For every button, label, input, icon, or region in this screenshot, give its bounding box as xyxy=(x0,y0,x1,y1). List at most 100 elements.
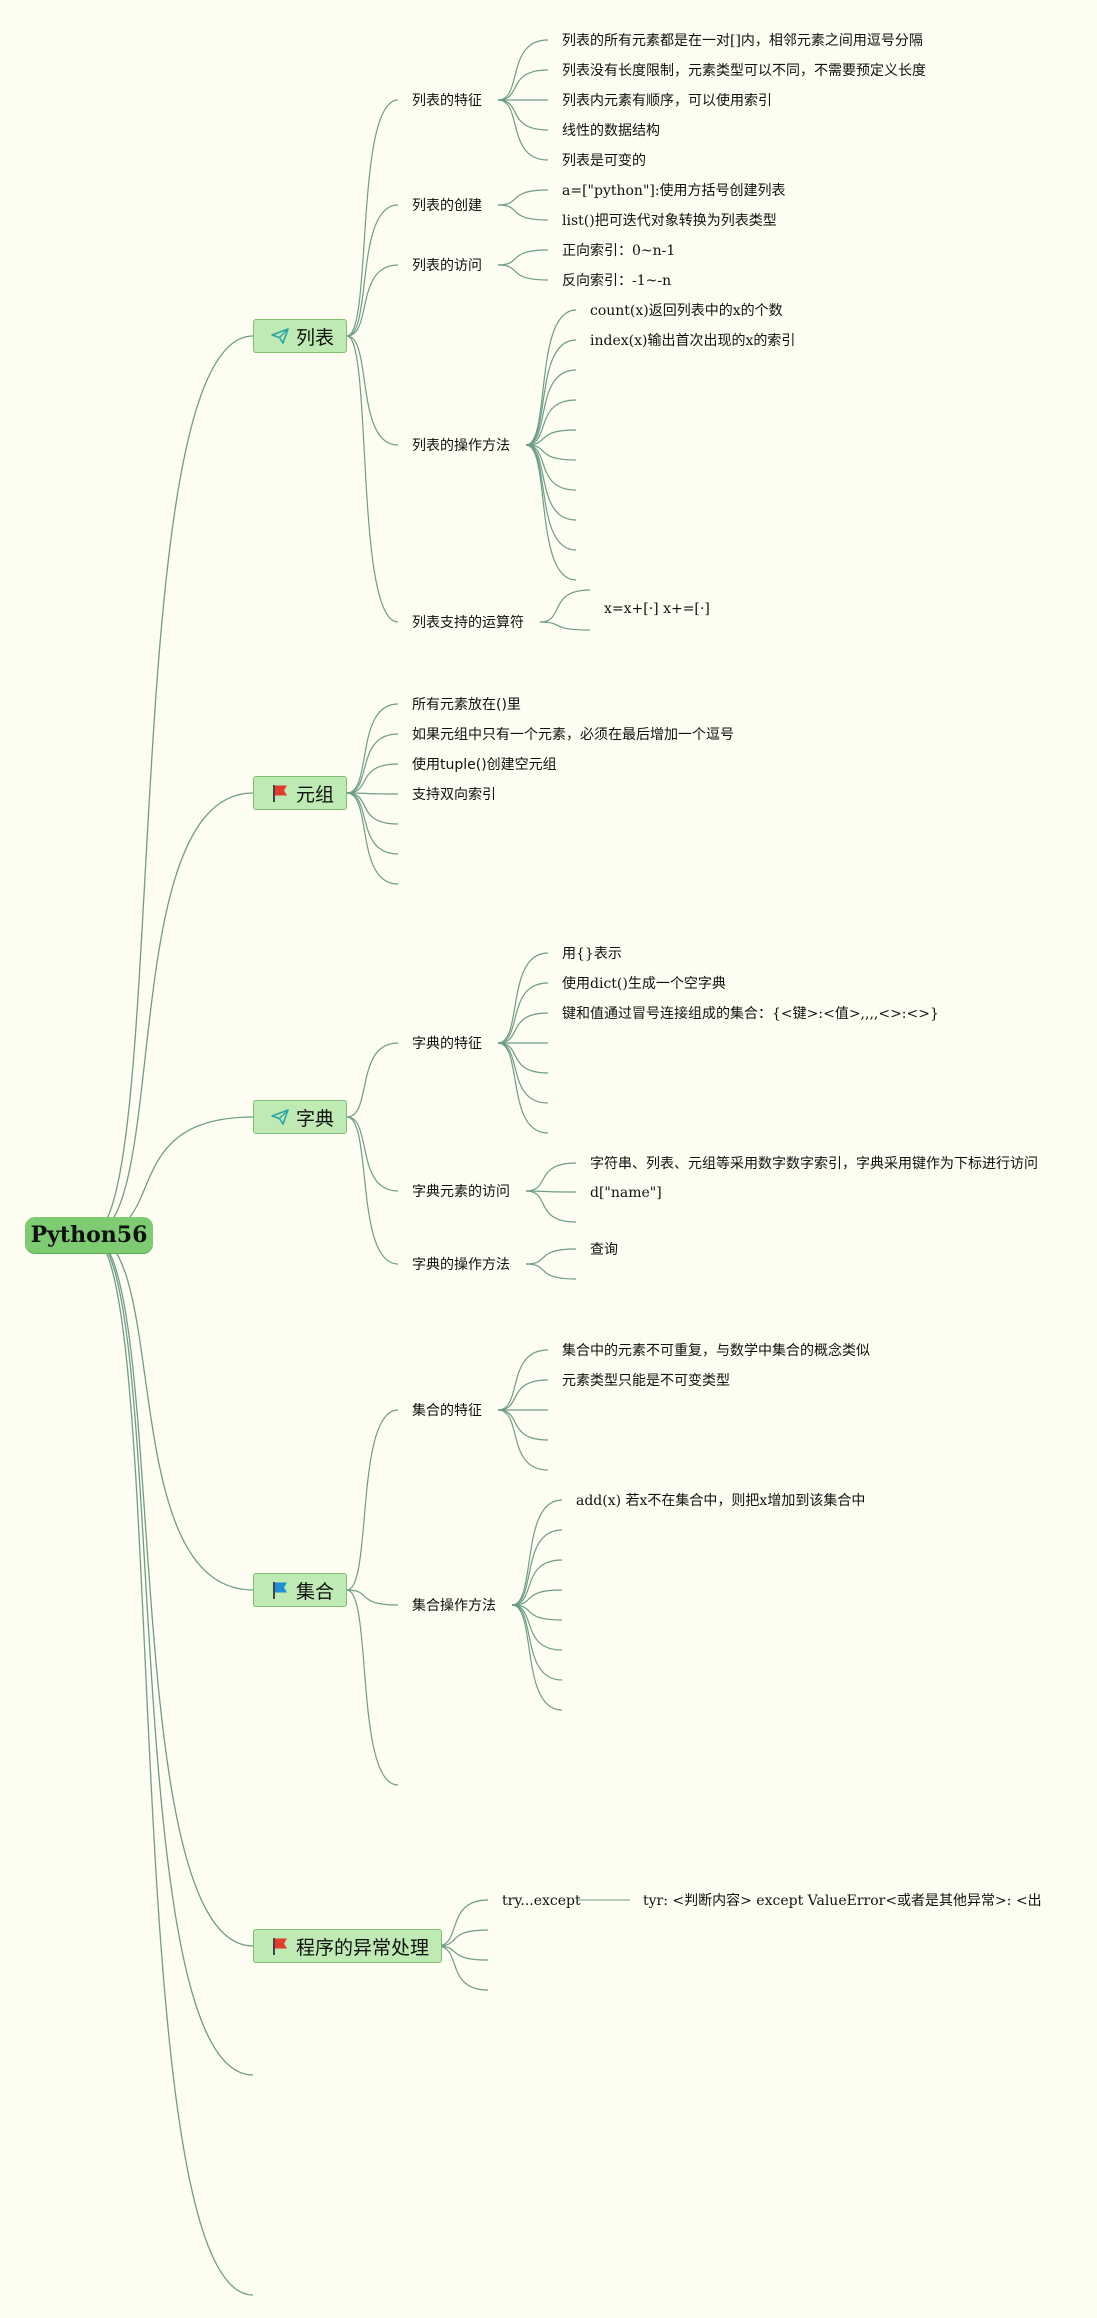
topic-exceptions[interactable]: 程序的异常处理 xyxy=(253,1929,443,1963)
list-create-label[interactable]: 列表的创建 xyxy=(412,198,482,214)
topic-dict[interactable]: 字典 xyxy=(253,1100,348,1134)
leaf-connector xyxy=(497,982,549,1044)
topic-list-label: 列表 xyxy=(296,326,335,349)
leaf-connector xyxy=(525,444,577,461)
dict-feature-item[interactable]: 使用dict()生成一个空字典 xyxy=(562,976,726,992)
leaf-connector xyxy=(525,444,577,491)
set-methods-label[interactable]: 集合操作方法 xyxy=(412,1598,496,1614)
topic-branch-connector xyxy=(346,204,399,337)
leaf-connector xyxy=(497,1012,549,1044)
set-feature-item[interactable]: 元素类型只能是不可变类型 xyxy=(562,1373,730,1389)
list-feature-item[interactable]: 列表内元素有顺序，可以使用索引 xyxy=(562,93,772,109)
leaf-connector xyxy=(525,1162,577,1192)
list-access-label[interactable]: 列表的访问 xyxy=(412,258,482,274)
list-method-item[interactable]: count(x)返回列表中的x的个数 xyxy=(590,303,783,319)
list-features-label[interactable]: 列表的特征 xyxy=(412,93,482,109)
leaf-connector xyxy=(497,249,549,266)
red-flag-icon xyxy=(273,1938,287,1955)
leaf-connector xyxy=(497,1349,549,1411)
leaf-connector xyxy=(525,1248,577,1265)
leaf-connector xyxy=(525,369,577,446)
root-connector xyxy=(89,1234,254,1591)
leaf-connector xyxy=(497,99,549,161)
leaf-connector xyxy=(497,69,549,101)
topic-tuple[interactable]: 元组 xyxy=(253,776,348,810)
set-features-label[interactable]: 集合的特征 xyxy=(412,1403,482,1419)
leaf-connector xyxy=(525,339,577,446)
dict-methods-label[interactable]: 字典的操作方法 xyxy=(412,1257,510,1273)
topic-branch-connector xyxy=(436,1945,489,1961)
leaf-connector xyxy=(497,952,549,1044)
topic-branch-connector xyxy=(346,792,399,825)
topic-set-label: 集合 xyxy=(296,1580,335,1603)
blue-flag-icon xyxy=(273,1582,287,1599)
exceptions-try-detail[interactable]: tyr: <判断内容> except ValueError<或者是其他异常>: … xyxy=(643,1893,1042,1909)
dict-access-item[interactable]: 字符串、列表、元组等采用数字数字索引，字典采用键作为下标进行访问 xyxy=(590,1156,1038,1172)
leaf-connector xyxy=(497,1409,549,1441)
topic-branch-connector xyxy=(346,335,399,623)
tuple-item[interactable]: 支持双向索引 xyxy=(412,787,496,803)
topic-branch-connector xyxy=(346,1116,399,1192)
dict-feature-item[interactable]: 用{}表示 xyxy=(562,946,622,962)
root-connector xyxy=(89,1234,254,2076)
leaf-connector xyxy=(511,1604,563,1651)
dict-access-label[interactable]: 字典元素的访问 xyxy=(412,1184,510,1200)
leaf-connector xyxy=(525,1263,577,1280)
paper-plane-icon xyxy=(271,1109,289,1125)
leaf-connector xyxy=(511,1589,563,1606)
topic-set[interactable]: 集合 xyxy=(253,1573,348,1607)
leaf-connector xyxy=(539,621,591,631)
list-methods-label[interactable]: 列表的操作方法 xyxy=(412,438,510,454)
leaf-connector xyxy=(525,1190,577,1193)
leaf-connector xyxy=(511,1529,563,1606)
list-feature-item[interactable]: 列表没有长度限制，元素类型可以不同，不需要预定义长度 xyxy=(562,63,926,79)
leaf-connector xyxy=(497,1042,549,1134)
tuple-item[interactable]: 如果元组中只有一个元素，必须在最后增加一个逗号 xyxy=(412,727,734,743)
topic-branch-connector xyxy=(346,1589,399,1606)
list-feature-item[interactable]: 线性的数据结构 xyxy=(562,123,660,139)
leaf-connector xyxy=(497,39,549,101)
leaf-connector xyxy=(525,444,577,551)
leaf-connector xyxy=(497,99,549,131)
topic-exceptions-label: 程序的异常处理 xyxy=(296,1936,430,1959)
root-connector xyxy=(89,792,254,1236)
list-feature-item[interactable]: 列表是可变的 xyxy=(562,153,646,169)
list-create-item[interactable]: a=["python"]:使用方括号创建列表 xyxy=(562,183,786,199)
list-access-item[interactable]: 正向索引：0~n-1 xyxy=(562,243,676,259)
root-connector xyxy=(89,1234,254,1947)
root-node[interactable]: Python56 xyxy=(25,1217,153,1253)
leaf-connector xyxy=(511,1559,563,1606)
set-method-item[interactable]: add(x) 若x不在集合中，则把x增加到该集合中 xyxy=(576,1493,866,1509)
dict-features-label[interactable]: 字典的特征 xyxy=(412,1036,482,1052)
dict-access-item[interactable]: d["name"] xyxy=(590,1185,662,1201)
topic-list[interactable]: 列表 xyxy=(253,319,348,353)
topic-branch-connector xyxy=(436,1945,489,1991)
list-operators-label[interactable]: 列表支持的运算符 xyxy=(412,615,524,631)
root-label: Python56 xyxy=(30,1222,148,1248)
leaf-connector xyxy=(525,444,577,581)
dict-feature-item[interactable]: 键和值通过冒号连接组成的集合：{<键>:<值>,,,,<>:<>} xyxy=(562,1006,939,1022)
topic-branch-connector xyxy=(436,1929,489,1947)
tuple-item[interactable]: 使用tuple()创建空元组 xyxy=(412,757,557,773)
leaf-connector xyxy=(511,1604,563,1621)
topic-branch-connector xyxy=(346,763,399,794)
leaf-connector xyxy=(525,1190,577,1223)
tuple-item[interactable]: 所有元素放在()里 xyxy=(412,697,521,713)
list-create-item[interactable]: list()把可迭代对象转换为列表类型 xyxy=(562,213,777,229)
topic-branch-connector xyxy=(346,703,399,794)
root-connector xyxy=(89,335,254,1236)
leaf-connector xyxy=(497,1379,549,1411)
topic-branch-connector xyxy=(346,1116,399,1265)
set-feature-item[interactable]: 集合中的元素不可重复，与数学中集合的概念类似 xyxy=(562,1343,870,1359)
exceptions-try-label[interactable]: try...except xyxy=(502,1893,581,1909)
topic-tuple-label: 元组 xyxy=(296,783,335,806)
list-operator-item[interactable]: x=x+[·] x+=[·] xyxy=(604,601,710,617)
list-feature-item[interactable]: 列表的所有元素都是在一对[]内，相邻元素之间用逗号分隔 xyxy=(562,33,923,49)
list-access-item[interactable]: 反向索引：-1~-n xyxy=(562,273,672,289)
list-method-item[interactable]: index(x)输出首次出现的x的索引 xyxy=(590,333,796,349)
topic-branch-connector xyxy=(346,1042,399,1118)
paper-plane-icon xyxy=(271,328,289,344)
leaf-connector xyxy=(497,189,549,206)
dict-method-item[interactable]: 查询 xyxy=(590,1242,618,1258)
